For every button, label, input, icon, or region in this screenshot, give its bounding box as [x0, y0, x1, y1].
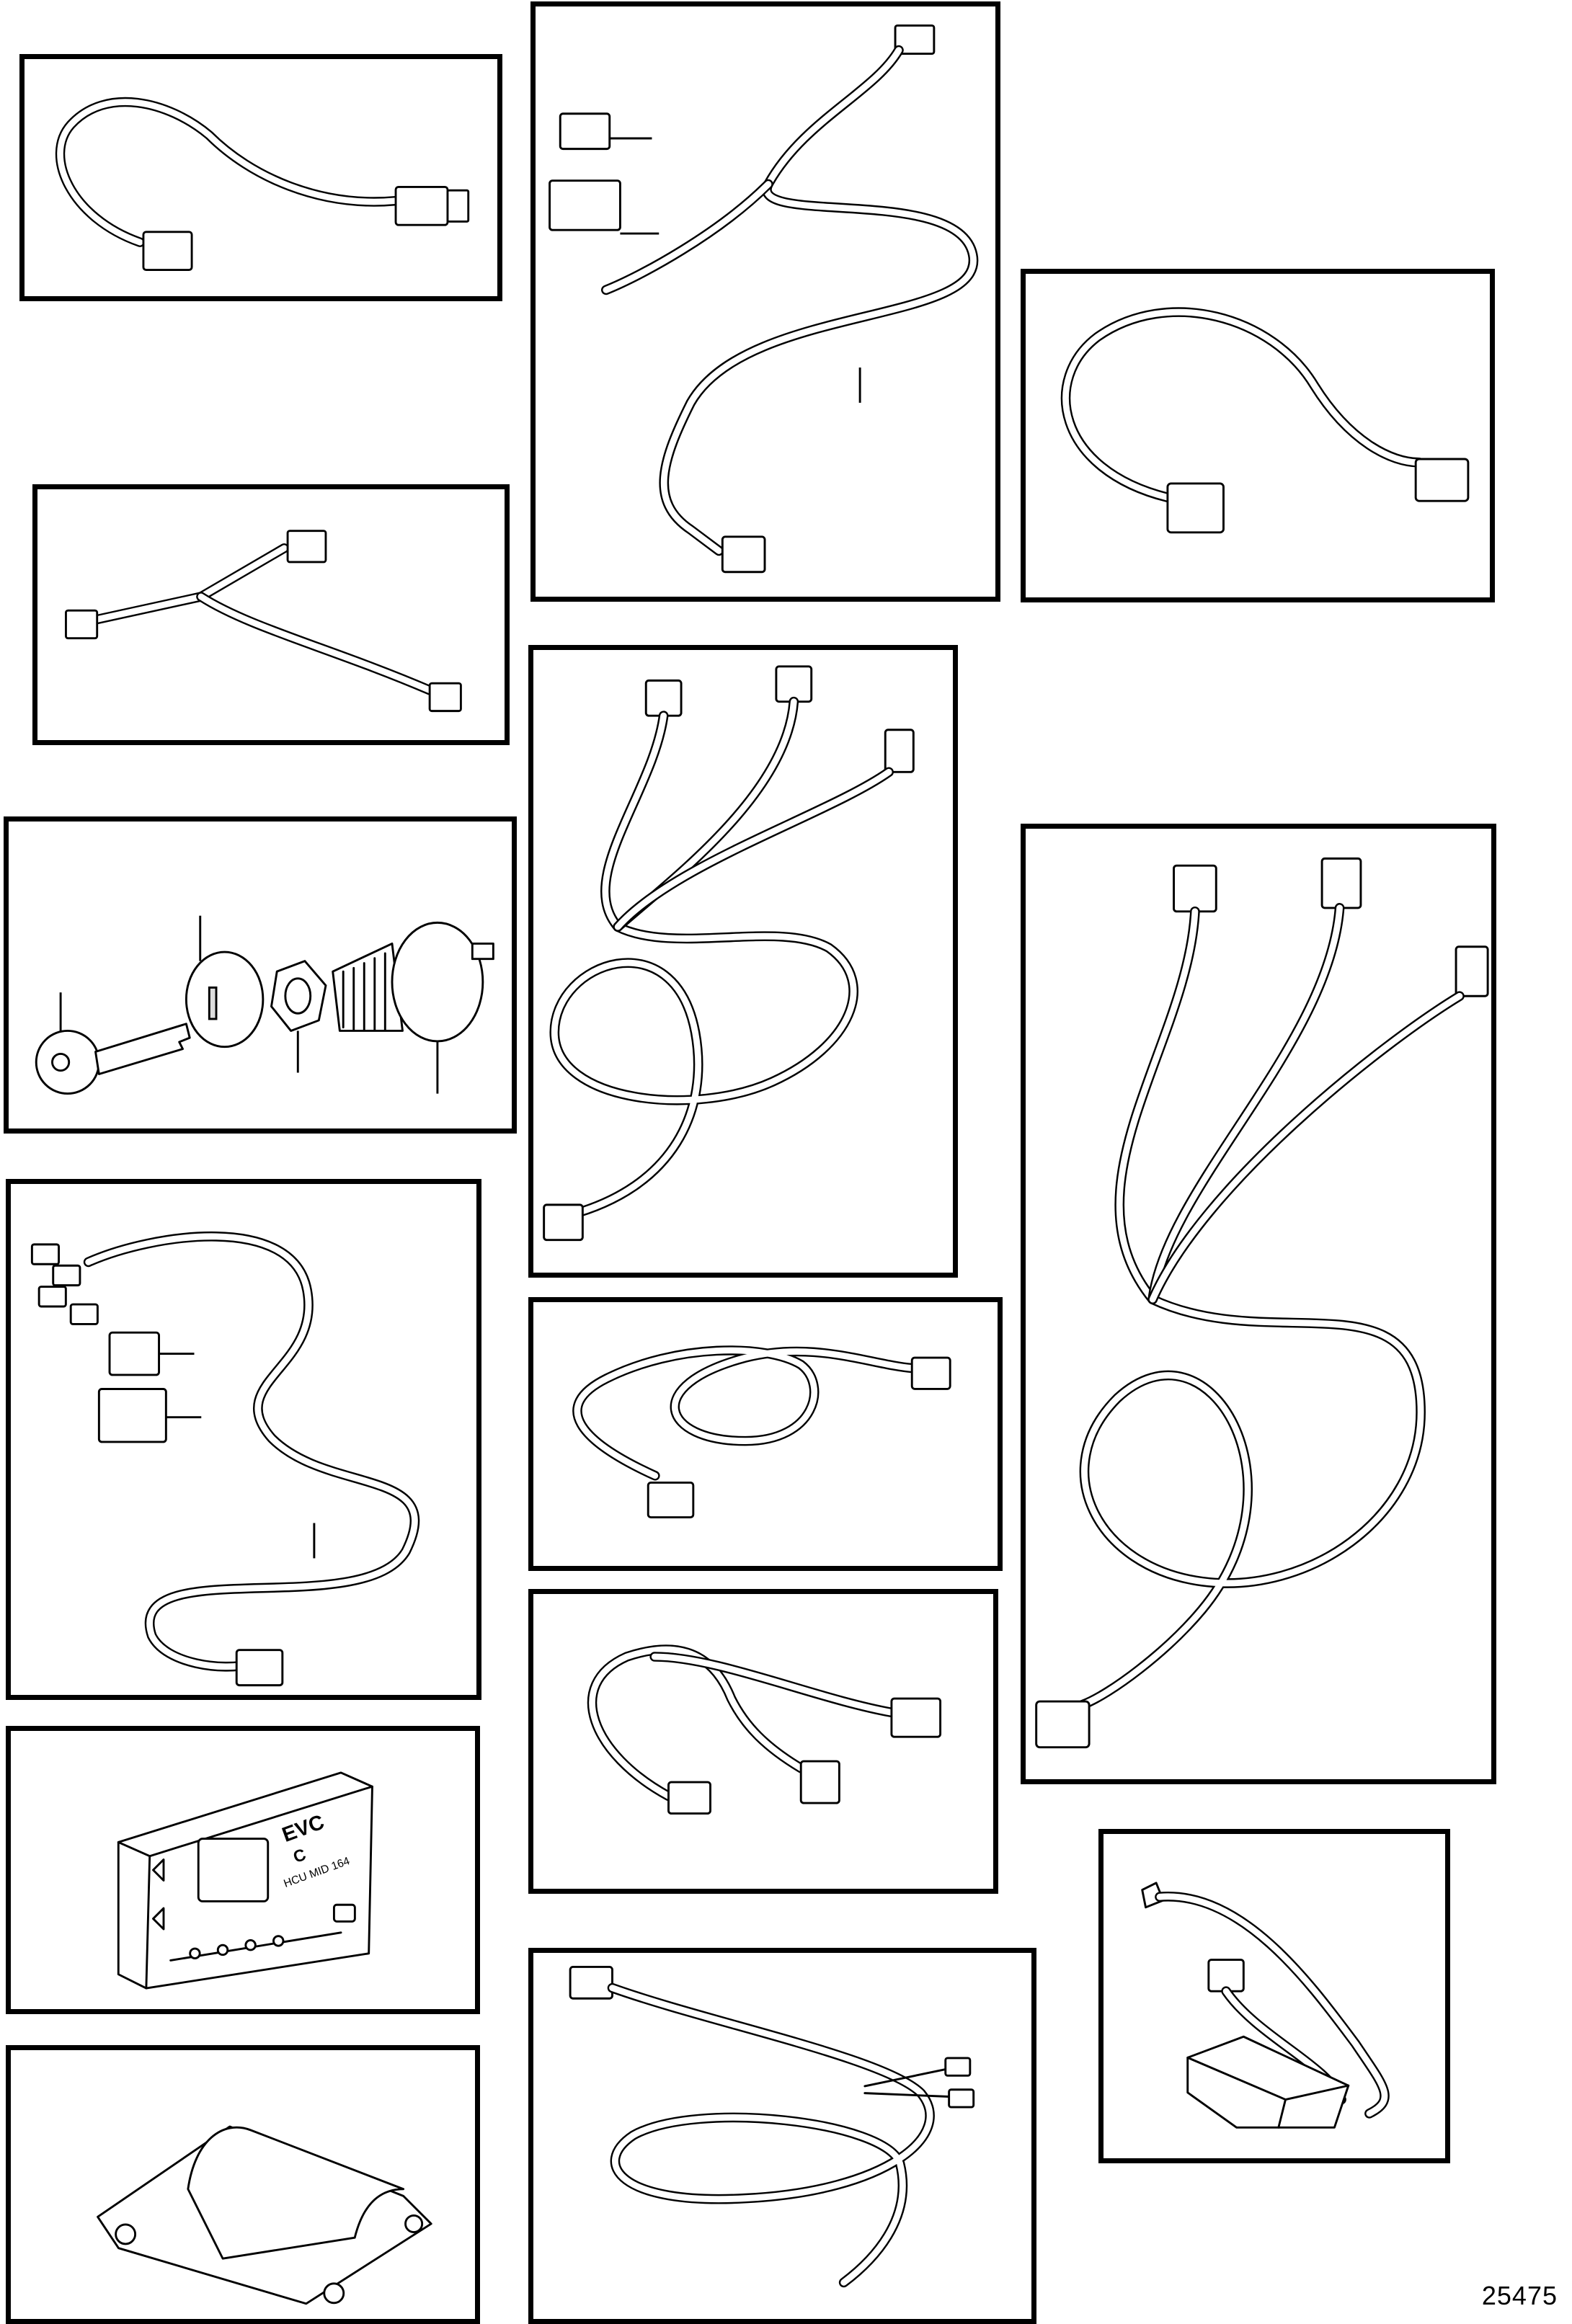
relay-harness-panel — [6, 1179, 481, 1700]
figure-number: 25475 — [1481, 2281, 1558, 2310]
display-window — [197, 1838, 270, 1902]
loop-harness-drawing — [572, 1345, 951, 1519]
adapter-module-drawing — [1141, 1882, 1390, 2129]
switch-housing — [391, 921, 484, 1043]
relay-harness-panel-2 — [530, 1, 1000, 602]
long-harness-drawing — [1060, 307, 1470, 534]
connector-male — [394, 186, 449, 226]
spade-terminal-1 — [30, 1243, 61, 1265]
relay-holder — [97, 1388, 167, 1443]
power-harness-panel — [528, 1948, 1036, 2324]
connector — [569, 1966, 613, 2000]
harness-panel-3 — [1021, 269, 1495, 602]
connector-bottom — [721, 535, 766, 574]
main-connector — [543, 1203, 584, 1242]
connector-top — [894, 24, 936, 55]
adapter-module-panel — [1098, 1829, 1450, 2163]
connector-male — [1414, 458, 1470, 502]
main-connector — [1035, 1700, 1091, 1749]
junction-box-drawing — [97, 2125, 432, 2305]
junction-box-panel — [6, 2045, 480, 2324]
sensor-connector-3 — [1455, 945, 1489, 997]
harness-panel-2 — [32, 484, 510, 745]
sensor-harness-panel-2 — [1021, 824, 1496, 1784]
control-unit-panel: EVC C HCU MID 164 — [6, 1726, 480, 2014]
y-harness-drawing — [587, 1644, 942, 1815]
connector-c — [428, 682, 462, 713]
connector-female — [647, 1481, 695, 1519]
connector-female — [142, 231, 193, 271]
sensor-connector-2 — [1320, 857, 1362, 909]
connector-2 — [890, 1697, 942, 1738]
harness-panel-1 — [19, 54, 502, 301]
relay-harness-drawing — [30, 1231, 420, 1687]
sensor-connector-2 — [775, 665, 813, 703]
connector-b — [286, 530, 327, 564]
sensor-connector-3 — [884, 729, 915, 773]
extension-harness-drawing — [55, 97, 470, 271]
sensor-harness-panel-1 — [528, 645, 958, 1278]
spade-terminal-3 — [37, 1286, 67, 1308]
relay-harness-2-drawing — [549, 24, 979, 574]
relay-holder — [549, 179, 621, 231]
sensor-harness-2-drawing — [1035, 857, 1489, 1749]
relay — [108, 1331, 161, 1376]
module-body — [1186, 2035, 1350, 2129]
sensor-connector-1 — [1173, 864, 1217, 913]
connector-female — [1166, 482, 1225, 534]
ignition-switch-panel — [4, 816, 517, 1134]
y-harness-panel — [528, 1589, 998, 1894]
sensor-connector-1 — [644, 679, 683, 717]
connector-3 — [799, 1760, 840, 1804]
sensor-harness-1-drawing — [543, 665, 915, 1242]
spade-terminal-4 — [69, 1303, 99, 1325]
power-harness-drawing — [569, 1966, 975, 2288]
control-unit-drawing: EVC C HCU MID 164 — [117, 1771, 373, 1990]
harness-panel-4 — [528, 1297, 1003, 1571]
y-adapter-harness-drawing — [65, 530, 462, 713]
relay — [559, 112, 611, 151]
spade-terminal-2 — [52, 1264, 81, 1287]
connector-a — [65, 609, 99, 640]
connector-male — [910, 1356, 951, 1390]
lock-nut-cap — [185, 950, 265, 1049]
connector-1 — [667, 1781, 711, 1815]
spade-terminal-1 — [944, 2057, 972, 2077]
spade-terminal-2 — [948, 2088, 975, 2109]
ignition-switch-drawing — [35, 915, 494, 1095]
connector — [235, 1649, 284, 1687]
junction-box-cover — [187, 2126, 405, 2260]
